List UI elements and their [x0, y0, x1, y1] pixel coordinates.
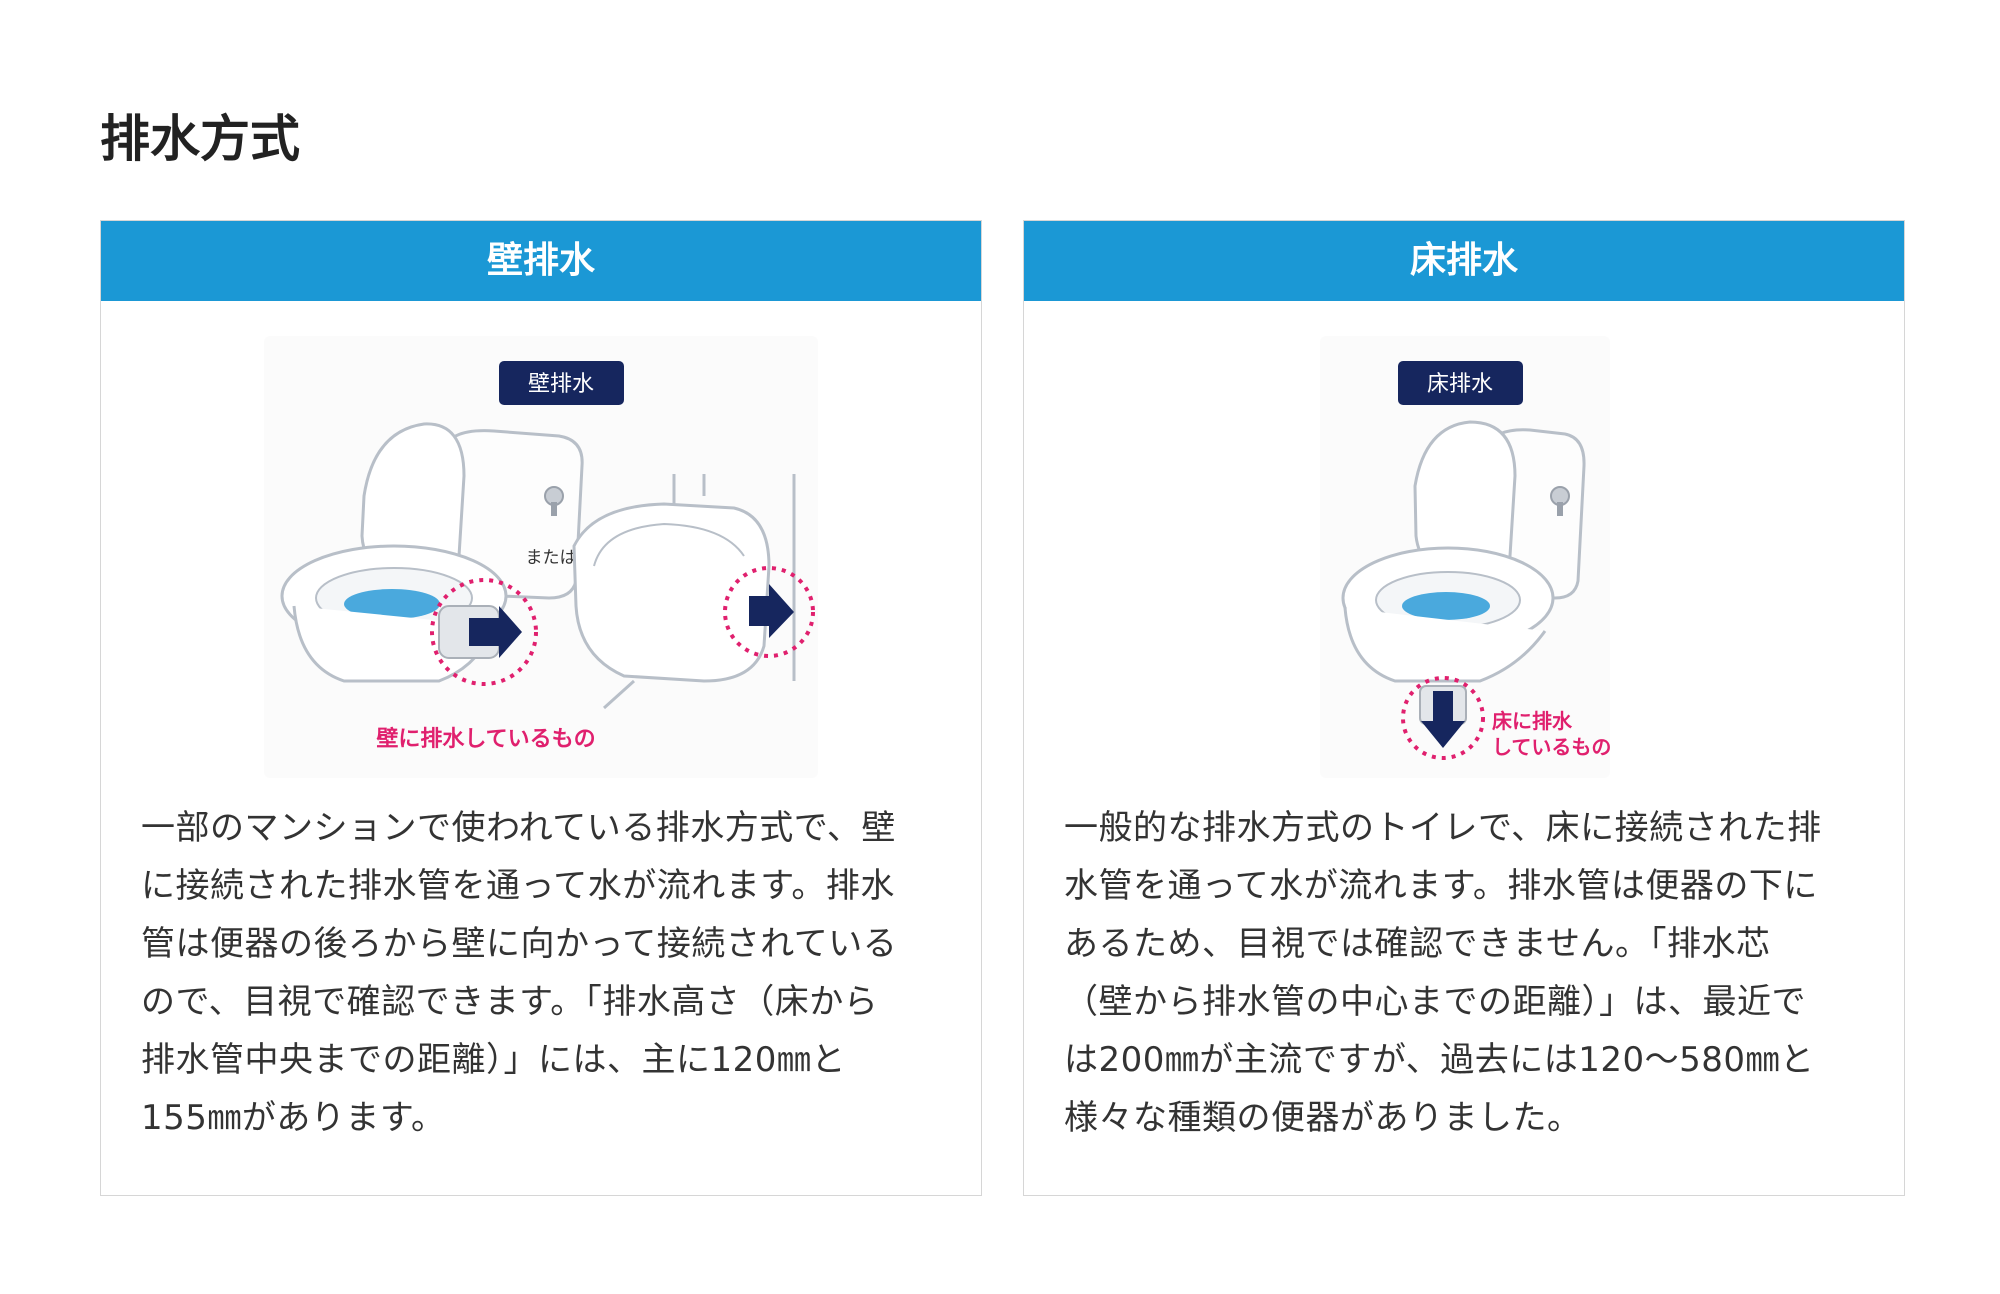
- description-line: あるため、目視では確認できません。「排水芯: [1064, 924, 1771, 964]
- card-header: 壁排水: [101, 221, 981, 301]
- description-line: は200㎜が主流ですが、過去には120〜580㎜と: [1064, 1040, 1815, 1080]
- illustration-caption-line2: しているもの: [1492, 735, 1610, 759]
- illustration-badge: 壁排水: [528, 372, 594, 397]
- floor-drain-card: 床排水 床排水 床に排水 しているもの 一般的な排水方式のトイレで: [1023, 220, 1905, 1196]
- illustration-badge: 床排水: [1427, 372, 1493, 397]
- illustration-caption-line1: 床に排水: [1492, 709, 1573, 733]
- page-title: 排水方式: [100, 110, 300, 168]
- arrow-icon: [1421, 691, 1465, 748]
- description-line: 155㎜があります。: [141, 1098, 446, 1138]
- description: 一般的な排水方式のトイレで、床に接続された排 水管を通って水が流れます。排水管は…: [1064, 799, 1864, 1147]
- description-line: に接続された排水管を通って水が流れます。排水: [141, 866, 895, 906]
- floor-drain-toilet-illustration: 床排水 床に排水 しているもの: [1320, 336, 1610, 778]
- description-line: 一般的な排水方式のトイレで、床に接続された排: [1064, 808, 1822, 848]
- description-line: 一部のマンションで使われている排水方式で、壁: [141, 808, 896, 848]
- badge-bg: [499, 361, 624, 405]
- wall-drain-card: 壁排水 壁排水 または: [100, 220, 982, 1196]
- card-header: 床排水: [1024, 221, 1904, 301]
- description-line: 水管を通って水が流れます。排水管は便器の下に: [1064, 866, 1818, 906]
- description-line: ので、目視で確認できます。「排水高さ（床から: [141, 982, 879, 1022]
- description-line: （壁から排水管の中心までの距離）」は、最近で: [1064, 982, 1806, 1022]
- illustration-caption: 壁に排水しているもの: [376, 726, 595, 752]
- description-line: 管は便器の後ろから壁に向かって接続されている: [141, 924, 898, 964]
- description-line: 様々な種類の便器がありました。: [1064, 1098, 1582, 1138]
- or-text: または: [526, 548, 577, 568]
- description: 一部のマンションで使われている排水方式で、壁 に接続された排水管を通って水が流れ…: [141, 799, 941, 1147]
- arrow-icon: [749, 584, 794, 638]
- wall-drain-toilet-illustration: 壁排水 または: [264, 336, 818, 778]
- description-line: 排水管中央までの距離）」には、主に120㎜と: [141, 1040, 846, 1080]
- arrow-icon: [469, 606, 522, 658]
